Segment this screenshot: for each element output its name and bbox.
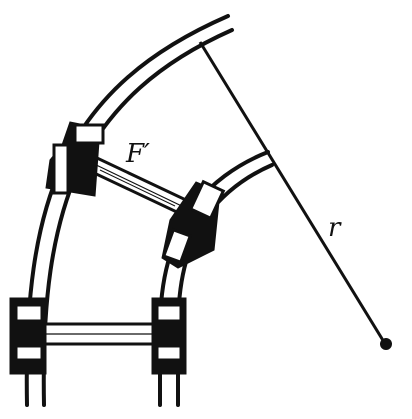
member-label: F′ bbox=[125, 139, 150, 169]
center-point bbox=[380, 338, 392, 350]
outer-rail-clamp-lower bbox=[9, 297, 47, 375]
radius-line bbox=[198, 41, 392, 350]
outer-rail-clamp-upper bbox=[45, 121, 105, 197]
radius-label: r bbox=[328, 213, 342, 243]
inner-rail-clamp-upper bbox=[161, 179, 226, 269]
lower-cross-member bbox=[28, 322, 172, 346]
inner-rail-clamp-lower bbox=[151, 297, 187, 375]
